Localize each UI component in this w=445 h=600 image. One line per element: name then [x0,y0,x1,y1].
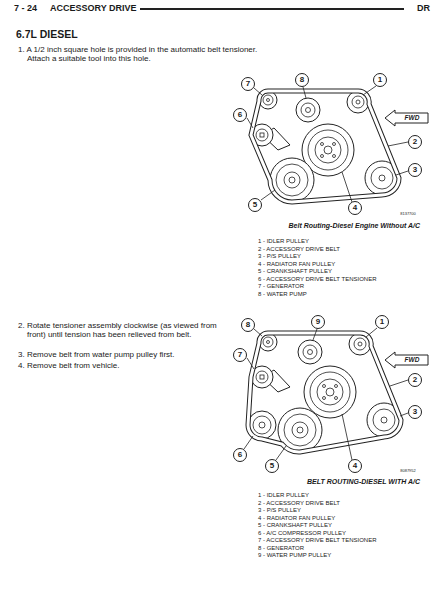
legend-item: 2 - ACCESSORY DRIVE BELT [258,500,340,506]
forward-arrow [385,352,428,368]
figure-number: 8087952 [400,469,416,473]
callout-number: 3 [413,408,417,416]
callout-number: 7 [238,351,242,359]
procedure-step: 2. Rotate tensioner assembly clockwise (… [18,322,223,339]
forward-arrow [385,110,428,126]
callout-number: 2 [413,376,417,384]
procedure-step: 4. Remove belt from vehicle. [18,362,223,371]
callout-number: 8 [246,321,250,329]
callout-number: 4 [353,462,357,470]
legend-item: 8 - GENERATOR [258,545,304,551]
callout-number: 6 [238,111,242,119]
page-header: ACCESSORY DRIVE [50,4,137,14]
legend-item: 9 - WATER PUMP PULLEY [258,552,331,558]
legend-item: 1 - IDLER PULLEY [258,238,309,244]
callout-number: 2 [413,138,417,146]
figure-caption: BELT ROUTING-DIESEL WITH A/C [307,478,420,486]
callout-number: 1 [378,76,382,84]
figure-caption: Belt Routing-Diesel Engine Without A/C [288,222,420,230]
engine-with-ac [234,316,429,473]
direction-label: FWD [405,115,420,122]
legend-item: 3 - P/S PULLEY [258,253,301,259]
callout-number: 3 [413,166,417,174]
callout-number: 9 [316,318,320,326]
legend-item: 5 - CRANKSHAFT PULLEY [258,268,332,274]
legend-item: 4 - RADIATOR FAN PULLEY [258,261,335,267]
legend-item: 3 - P/S PULLEY [258,507,301,513]
legend-item: 7 - GENERATOR [258,283,304,289]
figure-number: 8137700 [400,212,416,216]
callout-number: 5 [253,201,257,209]
callout-number: 6 [238,451,242,459]
callout-number: 4 [353,204,357,212]
legend-item: 5 - CRANKSHAFT PULLEY [258,522,332,528]
section-code: DR [417,4,430,14]
procedure-step: 3. Remove belt from water pump pulley fi… [18,351,223,360]
section-title: 6.7L DIESEL [16,28,78,40]
legend-item: 6 - A/C COMPRESSOR PULLEY [258,530,346,536]
direction-label: FWD [405,357,420,364]
callout-number: 1 [380,318,384,326]
header-rule [140,8,404,10]
legend-item: 4 - RADIATOR FAN PULLEY [258,515,335,521]
legend-item: 8 - WATER PUMP [258,291,307,297]
legend-item: 6 - ACCESSORY DRIVE BELT TENSIONER [258,276,376,282]
callout-number: 5 [270,462,274,470]
callout-number: 8 [300,76,304,84]
legend-item: 1 - IDLER PULLEY [258,492,309,498]
page-header: 7 - 24 [14,4,37,14]
legend-item: 7 - ACCESSORY DRIVE BELT TENSIONER [258,537,376,543]
legend-item: 2 - ACCESSORY DRIVE BELT [258,246,340,252]
procedure-step: 1. A 1/2 inch square hole is provided in… [18,46,268,63]
callout-number: 7 [246,80,250,88]
engine-without-ac [234,74,429,215]
